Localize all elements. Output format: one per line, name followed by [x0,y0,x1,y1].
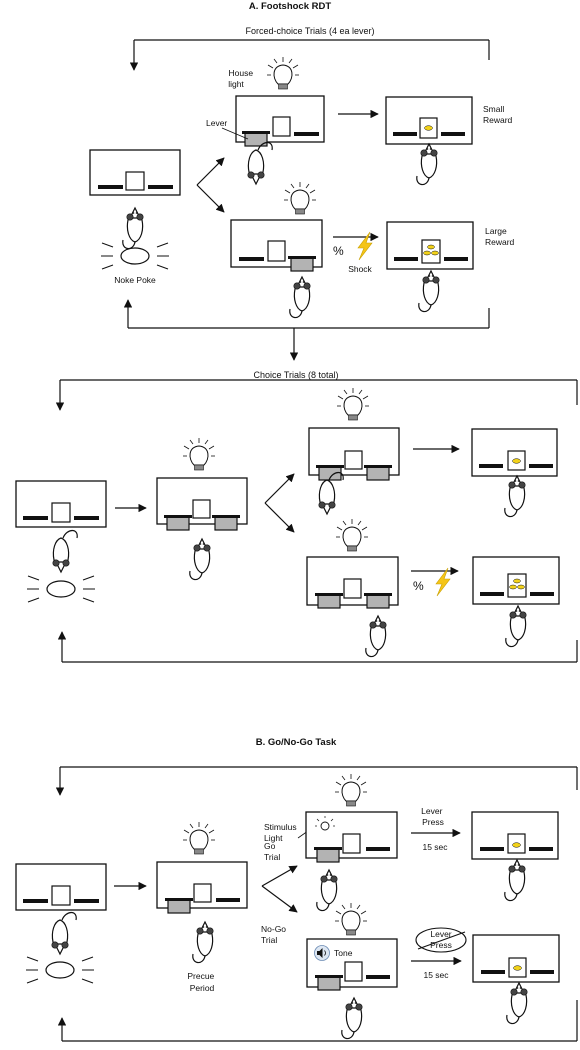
rat [506,982,528,1025]
chamber-go [305,811,398,863]
chamber-small-reward [385,96,473,145]
choice-branch-up [264,473,295,504]
house-light-icon [334,902,368,936]
nose-poke-icon [25,956,95,984]
rat [504,475,526,518]
chamber-precue [156,861,248,914]
speaker-icon [314,945,330,961]
shock-bolt-icon [357,231,373,261]
go-seconds-label: 15 sec [422,842,448,852]
forced-choice-loop [129,39,490,71]
go-branch-arrow [261,865,298,887]
nose-poke-icon [26,575,96,603]
svg-text:Press: Press [430,940,452,950]
chamber-start-choice [15,480,107,528]
house-light-icon [266,56,300,90]
nose-poke-icon [100,242,170,270]
chamber-choice-small [471,428,558,477]
lever-press-label: Lever Press [421,806,445,827]
rat [192,921,214,964]
house-light-label: House light [228,68,255,89]
chamber-go-reward [471,811,559,860]
forced-choice-header: Forced-choice Trials (4 ea lever) [245,26,374,36]
rat [52,529,78,573]
branch-arrow-down [196,184,225,213]
stimulus-light-label: Stimulus Light [264,822,299,843]
nogo-branch-arrow [261,885,298,913]
gonogo-return-loop [57,1000,578,1042]
stimulus-light-icon [315,816,335,831]
chamber-forced-upper [235,95,325,147]
chamber-choice-upper [308,427,400,481]
branch-arrow-up [196,157,225,186]
nogo-trial-label: No-Go Trial [261,924,288,945]
house-light-icon [334,773,368,807]
small-reward-label: Small Reward [483,104,513,125]
rat [341,997,363,1040]
choice-trials-loop [55,379,578,411]
chamber-choice-large [472,556,560,605]
rat [416,143,438,186]
rat [247,141,273,185]
lever-pointer [221,127,249,140]
precue-period-label: Precue Period [187,971,216,993]
panel-b-title: B. Go/No-Go Task [256,737,337,748]
percent-sign: % [413,579,424,593]
house-light-icon [335,518,369,552]
large-reward-label: Large Reward [485,226,515,247]
rat [51,911,77,955]
house-light-icon [182,437,216,471]
rat [365,615,387,658]
svg-text:Lever: Lever [430,929,451,939]
tone-label: Tone [334,948,353,958]
shock-label: Shock [348,264,372,274]
lever-label: Lever [206,118,227,128]
nose-poke-label: Noke Poke [114,275,156,285]
chamber-choice-lower [306,556,399,609]
shock-bolt-icon [435,567,451,597]
rat [504,859,526,902]
lever-press-crossed: Lever Press [415,927,467,953]
go-trial-label: Go Trial [264,841,280,862]
rat [122,207,144,250]
rat [505,605,527,648]
choice-branch-down [264,502,295,533]
rat [289,276,311,319]
choice-return-loop [57,631,578,663]
chamber-start-b [15,863,107,911]
house-light-icon [336,387,370,421]
nogo-seconds-label: 15 sec [423,970,449,980]
panel-a-title: A. Footshock RDT [249,1,332,12]
rat [418,270,440,313]
gonogo-top-loop [55,766,578,796]
chamber-start-a [89,149,181,196]
chamber-choice-levers [156,477,248,531]
rat [316,869,338,912]
house-light-icon [283,181,317,215]
rat [189,538,211,581]
house-light-icon [182,821,216,855]
choice-trials-header: Choice Trials (8 total) [253,370,338,380]
return-loop-a [123,299,490,361]
chamber-forced-lower [230,219,323,272]
chamber-nogo-reward [472,934,560,983]
percent-sign: % [333,244,344,258]
chamber-large-reward [386,221,474,270]
